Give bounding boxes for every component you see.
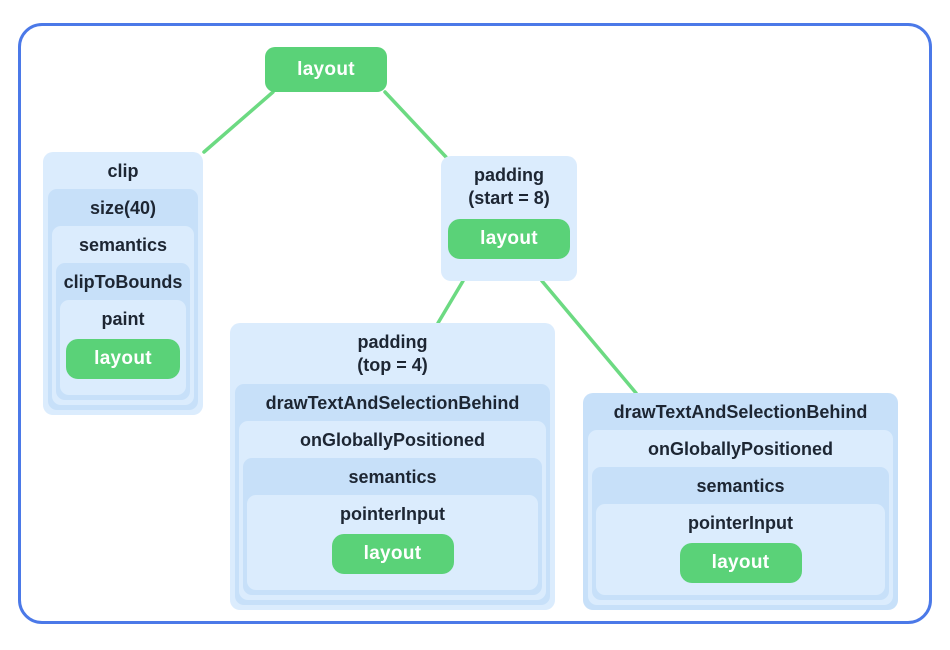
node-padding-top-ongloballypositioned-label: onGloballyPositioned (299, 430, 485, 450)
node-root-layout: layout (265, 47, 387, 92)
edge-padding-start-to-drawtext (540, 279, 638, 395)
node-drawtext-pointerinput: pointerInput layout (596, 504, 885, 595)
edge-root-to-padding-start (383, 90, 448, 159)
node-clip-semantics-label: semantics (78, 235, 168, 255)
node-cliptobounds: clipToBounds paint layout (56, 263, 190, 400)
node-drawtext-ongloballypositioned: onGloballyPositioned semantics pointerIn… (588, 430, 893, 605)
node-padding-top-label-line2: (top = 4) (357, 355, 428, 375)
node-padding-start-label-line1: padding (474, 165, 544, 185)
node-padding-start-label: padding (start = 8) (446, 156, 572, 217)
node-drawtext-leaf-layout: layout (679, 543, 802, 583)
node-drawtext-semantics: semantics pointerInput layout (592, 467, 889, 600)
node-padding-top-label: padding (top = 4) (235, 323, 550, 384)
node-padding-top-drawtext-label: drawTextAndSelectionBehind (265, 393, 520, 413)
edge-root-to-clip (202, 90, 275, 154)
node-padding-top-drawtext: drawTextAndSelectionBehind onGloballyPos… (235, 384, 550, 605)
edge-padding-start-to-padding-top (436, 279, 465, 325)
node-padding-top-label-line1: padding (357, 332, 428, 352)
node-clip-semantics: semantics clipToBounds paint layout (52, 226, 194, 405)
node-padding-top-pointerinput: pointerInput layout (247, 495, 538, 590)
node-paint-label: paint (101, 309, 145, 329)
node-drawtext: drawTextAndSelectionBehind onGloballyPos… (583, 393, 898, 610)
node-drawtext-pointerinput-label: pointerInput (688, 513, 793, 533)
node-padding-top-ongloballypositioned: onGloballyPositioned semantics pointerIn… (239, 421, 546, 600)
node-padding-start-label-line2: (start = 8) (468, 188, 550, 208)
node-drawtext-semantics-label: semantics (696, 476, 785, 496)
node-clip-leaf-layout: layout (66, 339, 180, 379)
node-size-40-label: size(40) (89, 198, 157, 218)
node-padding-top-semantics-label: semantics (348, 467, 437, 487)
node-drawtext-label: drawTextAndSelectionBehind (613, 402, 868, 422)
node-root-layout-label: layout (297, 58, 355, 80)
node-size-40: size(40) semantics clipToBounds paint la… (48, 189, 198, 410)
node-padding-start: padding (start = 8) layout (441, 156, 577, 281)
node-padding-start-leaf-layout: layout (448, 219, 570, 259)
node-drawtext-ongloballypositioned-label: onGloballyPositioned (647, 439, 833, 459)
node-paint: paint layout (60, 300, 186, 395)
node-padding-top-semantics: semantics pointerInput layout (243, 458, 542, 595)
node-padding-top-leaf-layout: layout (331, 534, 454, 574)
node-padding-top: padding (top = 4) drawTextAndSelectionBe… (230, 323, 555, 610)
node-clip-label: clip (107, 161, 139, 181)
node-cliptobounds-label: clipToBounds (63, 272, 183, 292)
node-padding-top-pointerinput-label: pointerInput (340, 504, 445, 524)
node-clip: clip size(40) semantics clipToBounds pai… (43, 152, 203, 415)
